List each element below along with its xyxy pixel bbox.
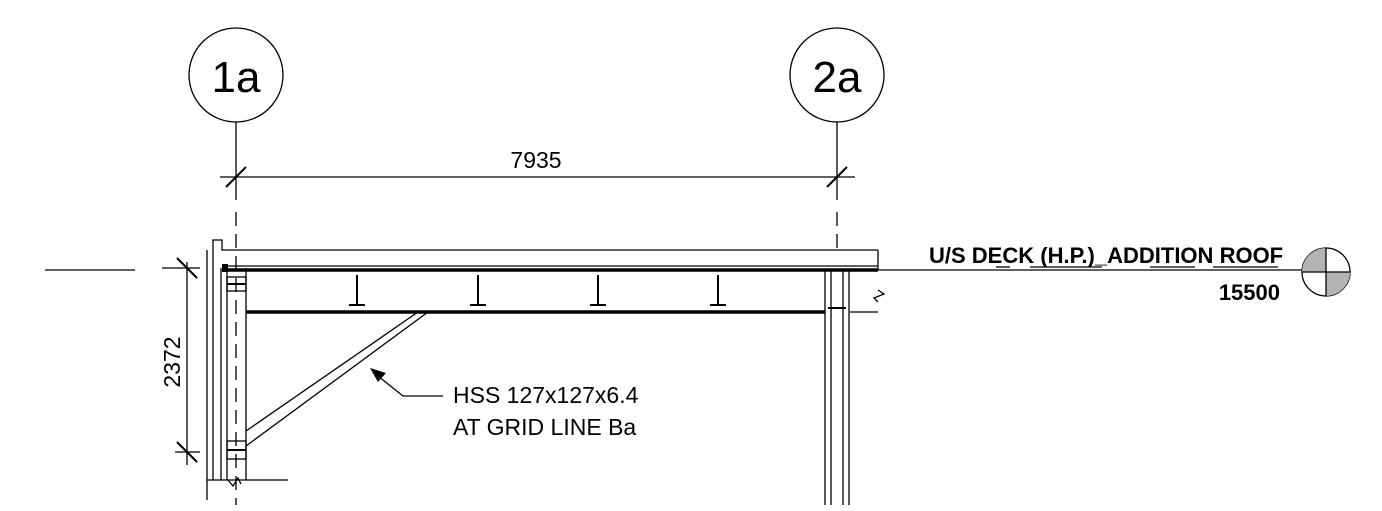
parapet-top <box>212 239 878 251</box>
grid-label-1a: 1a <box>212 53 261 102</box>
level-name-part: TION <box>1161 243 1214 268</box>
leader-arrow-icon <box>370 368 386 382</box>
dimension-value-vertical: 2372 <box>159 336 185 387</box>
brace-note-line2: AT GRID LINE Ba <box>453 414 636 440</box>
joist-tee <box>349 275 365 306</box>
joist-tee <box>710 275 726 306</box>
dimension-tick-top <box>176 257 198 279</box>
level-tag: U/S DECK (H.P.)_ADDITION ROOF 15500 <box>878 243 1351 305</box>
horizontal-dimension: 7935 <box>220 147 855 188</box>
brace-edge-upper <box>245 311 419 432</box>
break-mark-right <box>872 289 886 303</box>
deck-edge-block <box>222 264 228 272</box>
break-mark-left <box>227 476 242 488</box>
dimension-value-horizontal: 7935 <box>510 147 561 173</box>
dimension-tick-left <box>225 166 247 188</box>
dimension-tick-bottom <box>176 441 198 463</box>
level-name-part: (H.P.) <box>1040 243 1095 268</box>
grid-line-1a: 1a <box>188 27 284 505</box>
brace-note-line1: HSS 127x127x6.4 <box>453 382 639 408</box>
joist-tee <box>470 275 486 306</box>
dimension-tick-right <box>826 166 848 188</box>
grid-line-2a: 2a <box>789 27 885 250</box>
vertical-dimension: 2372 <box>159 257 200 465</box>
level-name-part: _ADDI <box>1094 243 1161 268</box>
level-name: U/S DECK (H.P.)_ADDITION ROOF <box>929 243 1283 268</box>
level-elevation: 15500 <box>1219 280 1280 305</box>
level-name-part: K <box>1018 243 1040 268</box>
leader-line <box>377 375 443 397</box>
level-name-part: ROOF <box>1220 243 1284 268</box>
hss-brace <box>245 311 440 447</box>
level-target-icon <box>1301 247 1351 297</box>
left-column <box>206 250 288 500</box>
joist-tee <box>590 275 606 306</box>
roof-deck <box>212 239 879 272</box>
grid-label-2a: 2a <box>813 53 862 102</box>
brace-callout: HSS 127x127x6.4 AT GRID LINE Ba <box>370 368 639 440</box>
level-name-part: C <box>1002 243 1018 268</box>
roof-beam <box>246 275 878 314</box>
level-name-part: U/S DE <box>929 243 1002 268</box>
brace-edge-lower <box>245 311 429 447</box>
right-column <box>824 270 886 505</box>
